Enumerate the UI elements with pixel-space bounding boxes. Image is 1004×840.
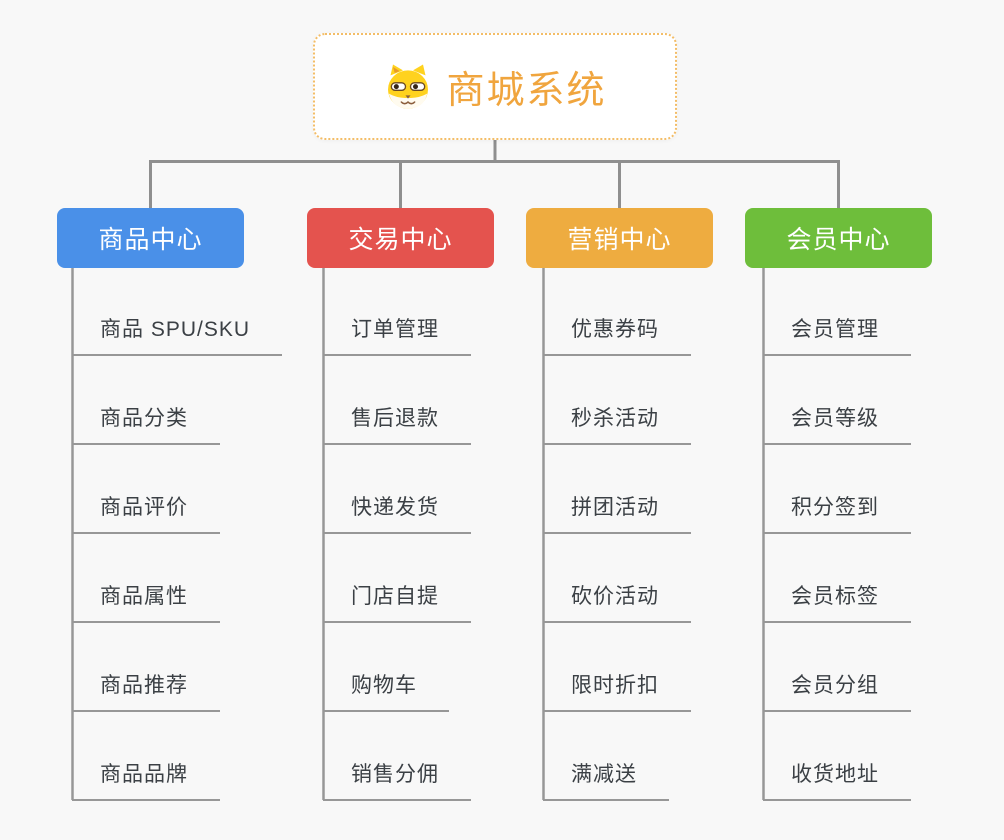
mindmap-item[interactable]: 限时折扣 — [543, 671, 691, 712]
dog-face-icon — [388, 64, 429, 109]
mindmap-item[interactable]: 会员等级 — [763, 404, 911, 445]
mindmap-item[interactable]: 商品推荐 — [72, 671, 220, 712]
mindmap-item[interactable]: 商品评价 — [72, 493, 220, 534]
mindmap-item[interactable]: 秒杀活动 — [543, 404, 691, 445]
root-node[interactable]: 商城系统 — [313, 33, 677, 140]
root-title: 商城系统 — [446, 70, 607, 112]
branch-header-product-center[interactable]: 商品中心 — [57, 208, 244, 268]
branch-header-trade-center[interactable]: 交易中心 — [307, 208, 494, 268]
mindmap-item[interactable]: 购物车 — [323, 671, 449, 712]
branch-header-label: 会员中心 — [786, 226, 891, 254]
mindmap-item[interactable]: 商品 SPU/SKU — [72, 315, 283, 356]
mindmap-item[interactable]: 收货地址 — [763, 760, 911, 801]
mindmap-item[interactable]: 优惠券码 — [543, 315, 691, 356]
mindmap-item[interactable]: 商品品牌 — [72, 760, 220, 801]
mindmap-item[interactable]: 门店自提 — [323, 582, 471, 623]
mindmap-item[interactable]: 积分签到 — [763, 493, 911, 534]
mindmap-item[interactable]: 快递发货 — [323, 493, 471, 534]
mindmap-item[interactable]: 会员标签 — [763, 582, 911, 623]
mindmap-item[interactable]: 拼团活动 — [543, 493, 691, 534]
branch-header-marketing-center[interactable]: 营销中心 — [526, 208, 713, 268]
mindmap-item[interactable]: 会员管理 — [763, 315, 911, 356]
mindmap-item[interactable]: 砍价活动 — [543, 582, 691, 623]
branch-header-label: 交易中心 — [348, 226, 453, 254]
mindmap-item[interactable]: 售后退款 — [323, 404, 471, 445]
branch-header-label: 商品中心 — [98, 226, 203, 254]
branch-header-member-center[interactable]: 会员中心 — [745, 208, 932, 268]
mindmap-item[interactable]: 商品属性 — [72, 582, 220, 623]
mindmap-item[interactable]: 会员分组 — [763, 671, 911, 712]
mindmap-item[interactable]: 订单管理 — [323, 315, 471, 356]
branch-header-label: 营销中心 — [567, 226, 672, 254]
mindmap-item[interactable]: 满减送 — [543, 760, 669, 801]
mindmap-item[interactable]: 商品分类 — [72, 404, 220, 445]
mindmap-item[interactable]: 销售分佣 — [323, 760, 471, 801]
